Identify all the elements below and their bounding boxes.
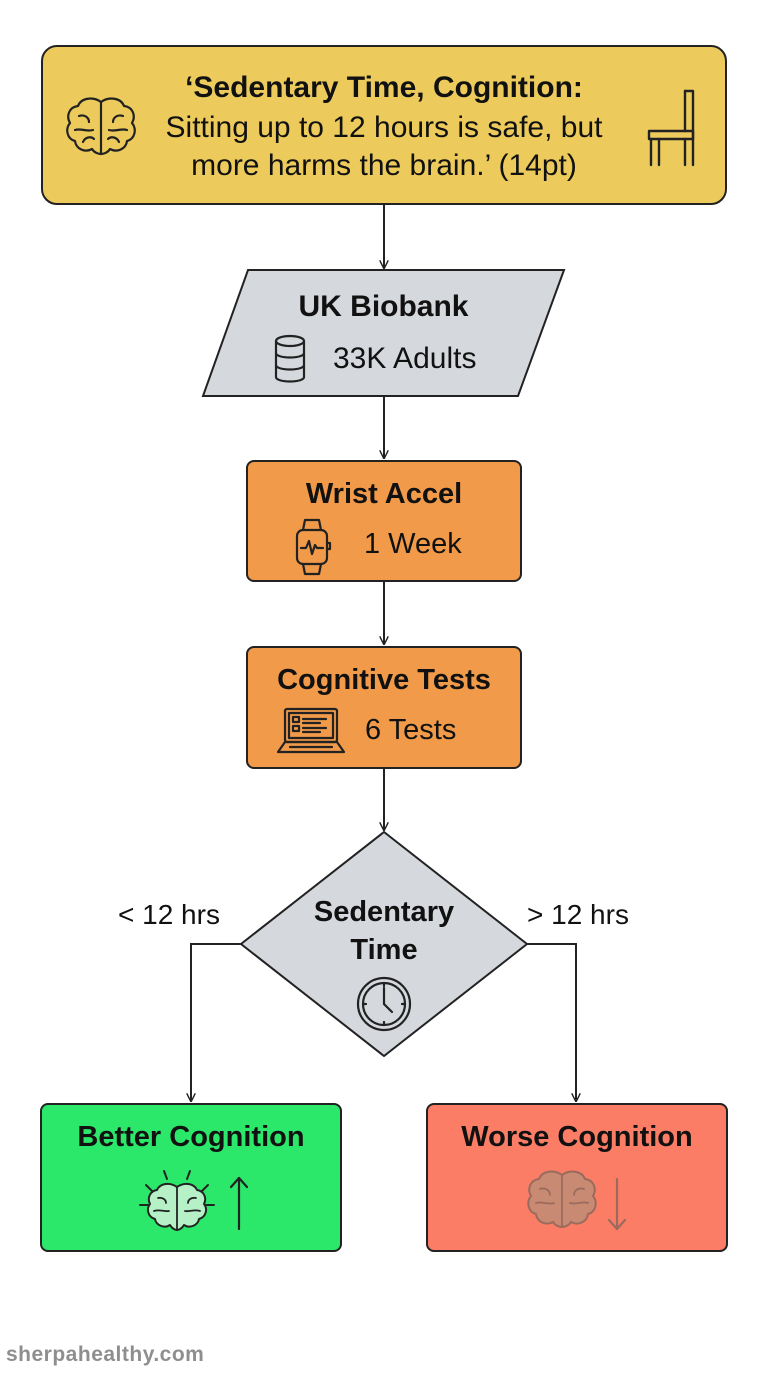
better-cognition-label: Better Cognition [77,1121,305,1153]
brain-icon [524,1167,600,1233]
cognitive-tests-label: Cognitive Tests [277,664,491,696]
glowing-brain-icon [134,1167,220,1239]
title-line-2: Sitting up to 12 hours is safe, but more… [165,111,603,182]
cognitive-tests-node: Cognitive Tests 6 Tests [246,646,522,769]
connector-decision-to-better [191,943,241,1101]
branch-label-more: > 12 hrs [527,899,629,930]
laptop-icon [276,706,346,756]
decision-line-1: Sedentary [313,896,455,928]
wrist-accel-node: Wrist Accel 1 Week [246,460,522,582]
clock-icon [356,976,412,1032]
data-source-label: UK Biobank [298,290,469,323]
sedentary-time-decision: Sedentary Time [241,832,527,1056]
source-shape [201,269,566,397]
arrow-down-icon [606,1177,628,1233]
connector-decision-to-worse [527,943,576,1101]
chair-icon [645,87,701,169]
decision-line-2: Time [350,934,418,966]
title-box: ‘Sedentary Time, Cognition: Sitting up t… [41,45,727,205]
better-cognition-node: Better Cognition [40,1103,342,1252]
cognitive-tests-detail: 6 Tests [365,714,457,746]
footer-watermark: sherpahealthy.com [6,1343,205,1366]
branch-label-less: < 12 hrs [118,899,220,930]
data-source-detail: 33K Adults [333,342,477,375]
decision-shape [239,830,529,1058]
wrist-accel-label: Wrist Accel [305,478,463,510]
worse-cognition-node: Worse Cognition [426,1103,728,1252]
data-source-node: UK Biobank 33K Adults [203,270,564,396]
smartwatch-icon [292,518,332,576]
database-icon [273,334,307,384]
brain-icon [63,94,139,160]
title-line-1: ‘Sedentary Time, Cognition: [185,71,583,104]
arrow-up-icon [228,1175,250,1231]
wrist-accel-detail: 1 Week [364,528,462,560]
worse-cognition-label: Worse Cognition [461,1121,693,1153]
